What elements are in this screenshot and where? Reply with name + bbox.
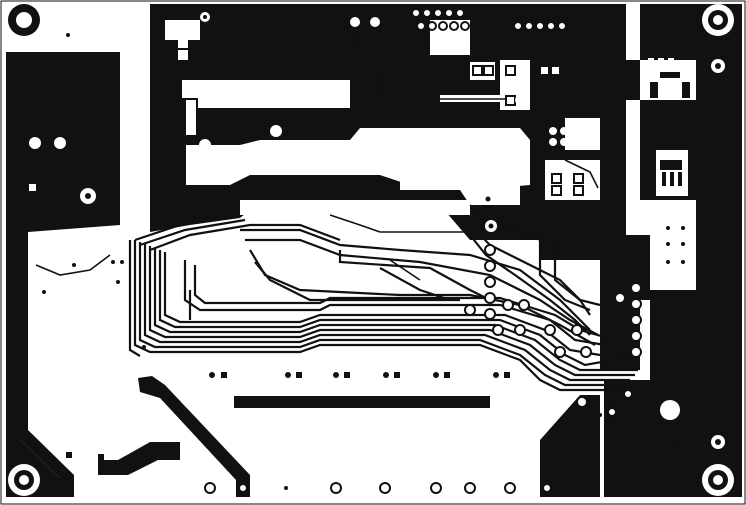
thin-traces [35,21,613,421]
heavy-trace-left-diagonal [138,376,250,497]
copper-pour-right-rail [696,4,742,497]
bottom-bus-trace [234,396,490,408]
copper-pour-right-lower [604,380,696,497]
copper-pour-right-upper [636,4,696,60]
copper-pour-left [6,52,120,497]
heavy-trace-bottom-left [98,442,180,475]
signal-traces [128,213,641,392]
pads [8,4,734,496]
copper-pour-bottom-right [540,395,600,497]
